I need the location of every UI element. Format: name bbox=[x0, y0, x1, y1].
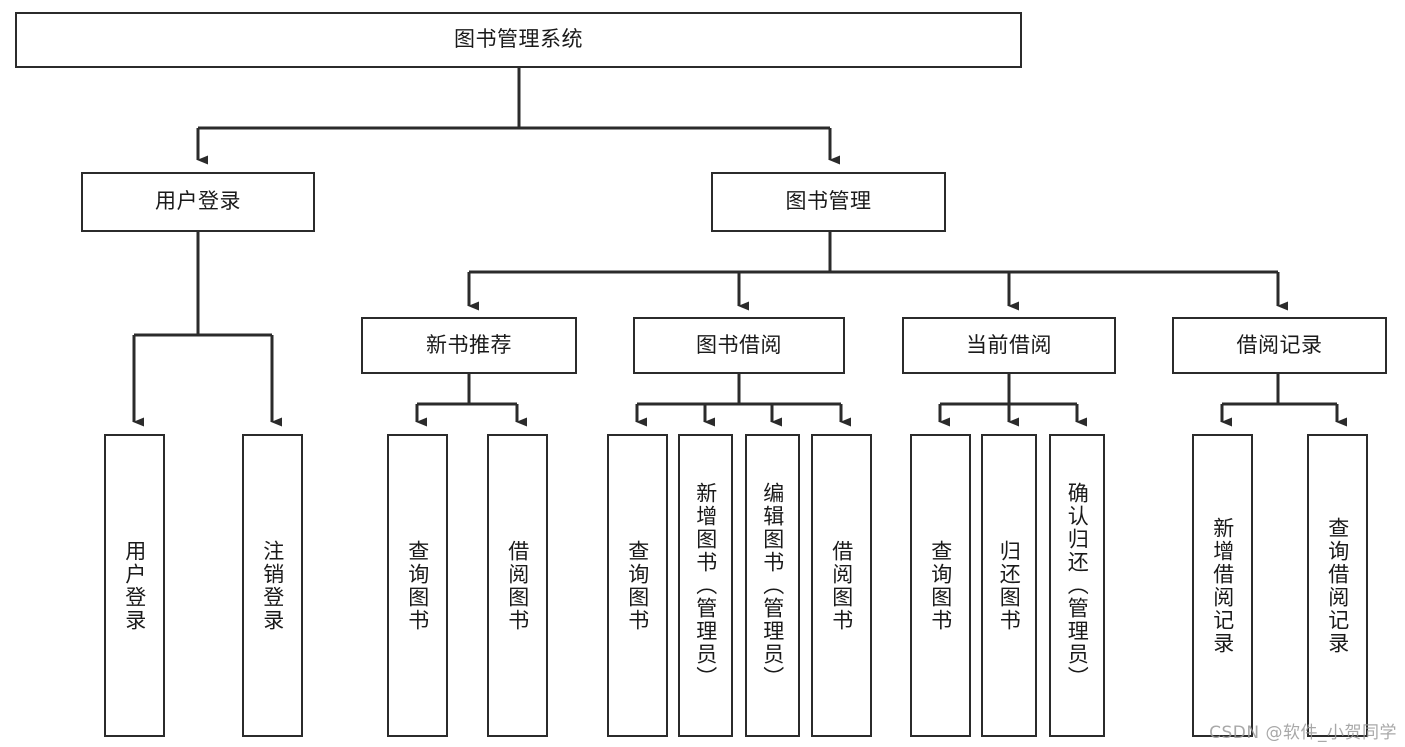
node-label: 查询借阅记录 bbox=[1325, 516, 1350, 655]
node-borrow-record[interactable]: 借阅记录 bbox=[1172, 317, 1387, 374]
node-label: 编辑图书（管理员） bbox=[760, 482, 785, 689]
node-label: 用户登录 bbox=[155, 189, 241, 214]
node-label: 图书管理 bbox=[785, 189, 872, 214]
leaf-query-book-recommend[interactable]: 查询图书 bbox=[387, 434, 448, 737]
leaf-query-borrow-record[interactable]: 查询借阅记录 bbox=[1307, 434, 1368, 737]
borrow-record-to-leaves-connectors bbox=[1220, 374, 1347, 427]
node-label: 注销登录 bbox=[260, 539, 285, 632]
leaf-add-book-admin[interactable]: 新增图书（管理员） bbox=[678, 434, 733, 737]
node-label: 当前借阅 bbox=[966, 332, 1052, 357]
leaf-confirm-return-admin[interactable]: 确认归还（管理员） bbox=[1049, 434, 1105, 737]
node-label: 查询图书 bbox=[625, 539, 650, 632]
node-label: 新增借阅记录 bbox=[1210, 516, 1235, 655]
leaf-query-book-borrow[interactable]: 查询图书 bbox=[607, 434, 668, 737]
book-manage-to-level3-connectors bbox=[467, 232, 1288, 311]
user-login-to-leaves-connectors bbox=[132, 232, 282, 427]
leaf-borrow-book-borrow[interactable]: 借阅图书 bbox=[811, 434, 872, 737]
node-label: 新增图书（管理员） bbox=[693, 482, 718, 689]
node-label: 图书管理系统 bbox=[454, 27, 583, 52]
node-label: 借阅图书 bbox=[505, 539, 530, 632]
node-label: 归还图书 bbox=[997, 539, 1022, 632]
node-label: 用户登录 bbox=[122, 539, 147, 632]
csdn-watermark: CSDN @软件_小贺同学 bbox=[1209, 723, 1397, 743]
root-to-level2-connectors bbox=[196, 68, 840, 165]
node-label: 查询图书 bbox=[405, 539, 430, 632]
node-root-system[interactable]: 图书管理系统 bbox=[15, 12, 1022, 68]
node-label: 图书借阅 bbox=[696, 332, 782, 357]
leaf-return-book[interactable]: 归还图书 bbox=[981, 434, 1037, 737]
node-label: 新书推荐 bbox=[426, 332, 512, 357]
new-book-recommend-to-leaves-connectors bbox=[415, 374, 527, 427]
leaf-borrow-book-recommend[interactable]: 借阅图书 bbox=[487, 434, 548, 737]
node-new-book-recommend[interactable]: 新书推荐 bbox=[361, 317, 577, 374]
leaf-logout-login[interactable]: 注销登录 bbox=[242, 434, 303, 737]
leaf-user-login[interactable]: 用户登录 bbox=[104, 434, 165, 737]
book-borrow-to-leaves-connectors bbox=[635, 374, 851, 427]
node-label: 借阅记录 bbox=[1236, 332, 1323, 357]
leaf-query-book-current[interactable]: 查询图书 bbox=[910, 434, 971, 737]
current-borrow-to-leaves-connectors bbox=[938, 374, 1087, 427]
leaf-add-borrow-record[interactable]: 新增借阅记录 bbox=[1192, 434, 1253, 737]
node-user-login[interactable]: 用户登录 bbox=[81, 172, 315, 232]
node-label: 确认归还（管理员） bbox=[1065, 482, 1090, 689]
node-current-borrow[interactable]: 当前借阅 bbox=[902, 317, 1116, 374]
node-book-manage[interactable]: 图书管理 bbox=[711, 172, 946, 232]
node-book-borrow[interactable]: 图书借阅 bbox=[633, 317, 845, 374]
leaf-edit-book-admin[interactable]: 编辑图书（管理员） bbox=[745, 434, 800, 737]
node-label: 借阅图书 bbox=[829, 539, 854, 632]
node-label: 查询图书 bbox=[928, 539, 953, 632]
